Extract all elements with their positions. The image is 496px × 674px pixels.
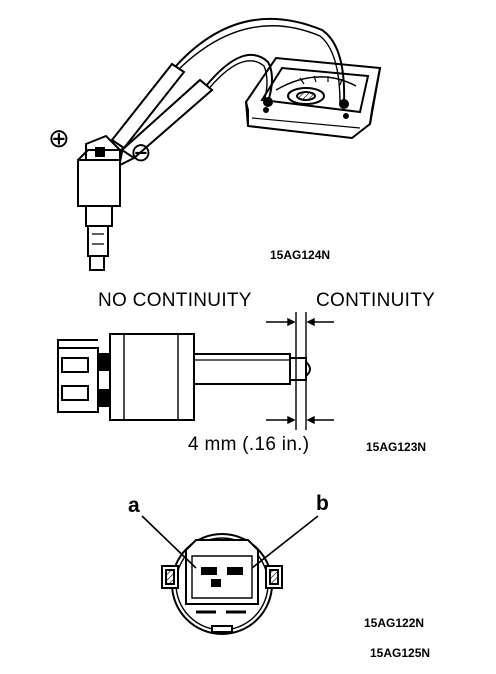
connector-face-figure [141, 515, 319, 635]
dimension-label: 4 mm (.16 in.) [188, 434, 310, 455]
terminal-a-label: a [128, 494, 140, 517]
no-continuity-label: NO CONTINUITY [98, 290, 252, 311]
footer-code: 15AG125N [370, 646, 431, 660]
dimension-lines [266, 312, 334, 430]
negative-terminal-symbol: ⊖ [130, 138, 152, 168]
stoplight-switch-side [77, 134, 124, 271]
figure3-code: 15AG122N [364, 616, 425, 630]
terminal-b-label: b [316, 492, 329, 515]
continuity-label: CONTINUITY [316, 290, 436, 311]
test-leads [99, 17, 346, 167]
stoplight-switch-profile [57, 333, 311, 421]
ohmmeter-test-figure [77, 17, 382, 271]
figure2-code: 15AG123N [366, 440, 427, 454]
positive-terminal-symbol: ⊕ [48, 124, 70, 154]
figure1-code: 15AG124N [270, 248, 331, 262]
plunger-continuity-figure [57, 312, 334, 430]
